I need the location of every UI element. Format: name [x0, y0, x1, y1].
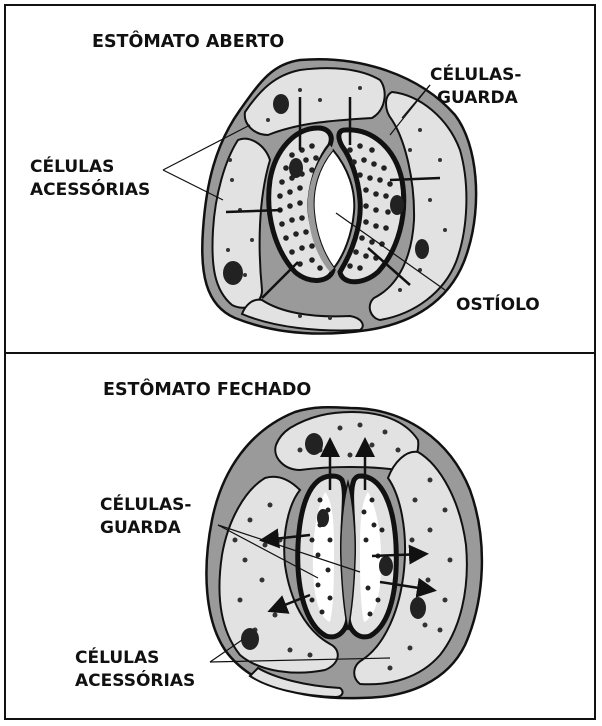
closed-guard-label-line2: GUARDA: [100, 518, 182, 538]
open-stoma-panel: ESTÔMATO ABERTO CÉLULAS- GUARDA CÉLULAS …: [30, 30, 540, 334]
open-guard-nucleus-right: [390, 195, 404, 215]
closed-accessory-label-line2: ACESSÓRIAS: [75, 669, 195, 691]
open-stoma-title: ESTÔMATO ABERTO: [92, 30, 284, 52]
open-guard-label-line2: GUARDA: [437, 88, 519, 108]
open-accessory-nucleus-left: [223, 261, 243, 285]
closed-stoma-panel: ESTÔMATO FECHADO CÉLULAS- GUARDA CÉLULAS…: [75, 378, 482, 698]
open-pore-label: OSTÍOLO: [456, 293, 540, 315]
closed-guard-label-line1: CÉLULAS-: [100, 493, 191, 515]
closed-accessory-nucleus-left: [241, 628, 259, 650]
closed-guard-nucleus-right: [379, 556, 393, 576]
open-accessory-nucleus-top: [273, 94, 289, 114]
closed-stoma-title: ESTÔMATO FECHADO: [103, 378, 311, 400]
open-accessory-nucleus-right: [415, 239, 429, 259]
open-guard-label-line1: CÉLULAS-: [430, 63, 521, 85]
open-accessory-label-line1: CÉLULAS: [30, 155, 114, 177]
closed-accessory-nucleus-right: [410, 597, 426, 619]
closed-accessory-label-line1: CÉLULAS: [75, 646, 159, 668]
open-guard-nucleus-left: [289, 158, 303, 178]
open-accessory-label-line2: ACESSÓRIAS: [30, 178, 150, 200]
closed-guard-nucleus-left: [317, 509, 329, 527]
closed-accessory-nucleus-top: [305, 433, 323, 455]
